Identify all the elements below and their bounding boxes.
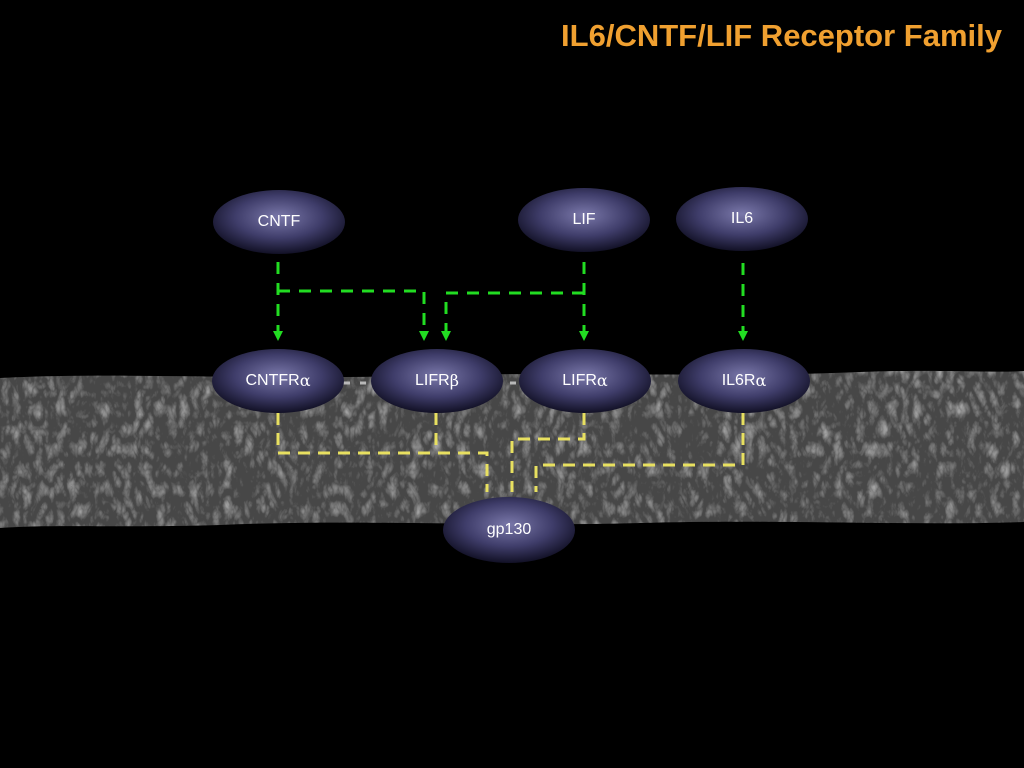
receptor-il6r-alpha: IL6Rα (678, 349, 810, 413)
ligand-binding-arrows (273, 262, 748, 341)
receptor-cntfr-label: CNTFRα (245, 371, 310, 390)
transducer-gp130: gp130 (443, 497, 575, 563)
transducer-gp130-label: gp130 (487, 521, 532, 538)
receptor-lifr-alpha: LIFRα (519, 349, 651, 413)
il6r-to-gp130-link (534, 413, 745, 492)
ligand-il6: IL6 (676, 187, 808, 251)
cntf-to-lifrb-arrow (278, 289, 429, 341)
ligand-cntf-label: CNTF (258, 213, 301, 230)
cntfr-to-gp130-link (276, 413, 489, 492)
receptor-lifra-label: LIFRα (562, 371, 608, 390)
receptor-cntfr-alpha: CNTFRα (212, 349, 344, 413)
ligand-lif-label: LIF (572, 211, 595, 228)
gp130-links (276, 413, 745, 492)
lif-to-lifrb-arrow (441, 291, 584, 341)
ligand-il6-label: IL6 (731, 210, 753, 227)
lifra-to-gp130-link (510, 413, 586, 492)
receptor-lifr-beta: LIFRβ (371, 349, 503, 413)
ligand-cntf: CNTF (213, 190, 345, 254)
receptor-il6r-label: IL6Rα (722, 371, 767, 390)
ligand-lif: LIF (518, 188, 650, 252)
slide-title: IL6/CNTF/LIF Receptor Family (561, 18, 1002, 53)
receptor-lifrb-label: LIFRβ (415, 371, 459, 390)
